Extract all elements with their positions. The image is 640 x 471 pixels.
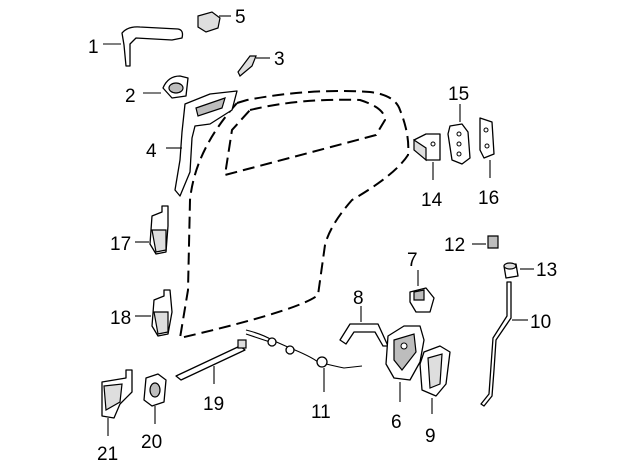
latch-housing: 9: [419, 345, 451, 447]
callout-8: 8: [353, 288, 364, 309]
door-outline: [178, 90, 410, 340]
inside-handle: 2: [125, 75, 189, 107]
callout-21: 21: [97, 444, 118, 465]
callout-17: 17: [110, 234, 131, 255]
mount-bracket: 21: [97, 369, 133, 465]
cable-bracket: 8: [339, 288, 389, 347]
cover-part: 3: [237, 49, 285, 77]
release-cable: 11: [245, 329, 363, 423]
handle-cap: 5: [197, 7, 246, 33]
callout-14: 14: [421, 190, 443, 211]
door-latch: 6: [385, 325, 425, 433]
handle-bracket: 4: [146, 90, 238, 197]
callout-12: 12: [444, 235, 465, 256]
lock-rod: 10: [480, 281, 551, 407]
callout-16: 16: [478, 188, 499, 209]
hinge-plate: 15: [447, 84, 471, 165]
latch-clip: 7: [407, 250, 435, 313]
callout-13: 13: [536, 260, 557, 281]
callout-6: 6: [391, 412, 402, 433]
callout-2: 2: [125, 86, 136, 107]
reinforcement-plate: 16: [478, 117, 499, 209]
callout-20: 20: [141, 432, 162, 453]
connecting-rod: 19: [175, 339, 247, 415]
outside-handle: 1: [88, 26, 184, 67]
callout-11: 11: [311, 402, 331, 423]
upper-hinge: 17: [110, 205, 169, 255]
callout-19: 19: [203, 394, 224, 415]
callout-10: 10: [530, 312, 551, 333]
lock-button: 13: [503, 260, 557, 281]
callout-15: 15: [448, 84, 469, 105]
callout-7: 7: [407, 250, 418, 271]
lower-hinge: 18: [110, 289, 173, 337]
callout-5: 5: [235, 7, 246, 28]
callout-9: 9: [425, 426, 436, 447]
callout-3: 3: [274, 49, 285, 70]
callout-4: 4: [146, 141, 157, 162]
door-hinge: 14: [413, 133, 443, 211]
lock-housing: 20: [141, 373, 167, 453]
callout-1: 1: [88, 37, 99, 58]
callout-18: 18: [110, 308, 131, 329]
small-clip: 12: [444, 235, 499, 256]
